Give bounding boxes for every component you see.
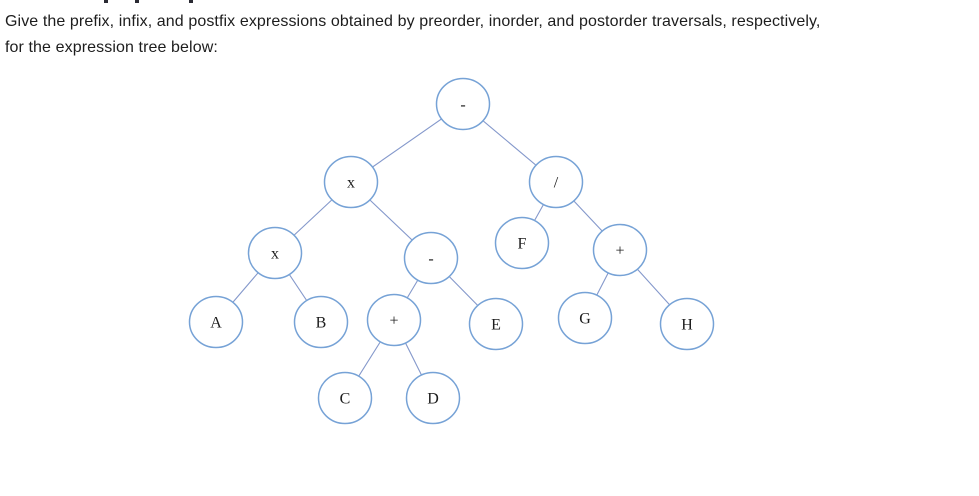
tree-node-h: H [659,297,715,351]
tree-node-circle-d [405,371,461,425]
tree-node-label-b: B [316,315,327,332]
tree-node-label-plus-left: + [389,313,398,330]
tree-node-circle-times-2 [247,226,303,280]
tree-node-times-2: x [247,226,303,280]
clipped-text-fragment-2 [135,0,139,3]
tree-node-label-div-1: / [554,175,559,192]
tree-node-c: C [317,371,373,425]
tree-node-label-a: A [210,315,222,332]
tree-node-plus-left: + [366,293,422,347]
tree-node-label-times-1: x [347,175,355,192]
tree-node-label-g: G [579,311,591,328]
tree-node-label-d: D [427,391,439,408]
tree-node-circle-times-1 [323,155,379,209]
tree-node-minus-2: - [403,231,459,285]
tree-node-circle-plus-left [366,293,422,347]
tree-node-div-1: / [528,155,584,209]
tree-node-b: B [293,295,349,349]
tree-node-f: F [494,216,550,270]
tree-node-label-times-2: x [271,246,279,263]
tree-node-circle-b [293,295,349,349]
question-text: Give the prefix, infix, and postfix expr… [5,9,965,61]
tree-node-label-minus-root: - [460,97,465,114]
tree-node-g: G [557,291,613,345]
tree-node-circle-minus-root [435,77,491,131]
tree-node-a: A [188,295,244,349]
tree-node-times-1: x [323,155,379,209]
tree-node-circle-a [188,295,244,349]
tree-node-minus-root: - [435,77,491,131]
tree-node-label-minus-2: - [428,251,433,268]
tree-node-circle-c [317,371,373,425]
tree-node-circle-h [659,297,715,351]
tree-node-circle-g [557,291,613,345]
tree-node-label-c: C [340,391,351,408]
tree-node-d: D [405,371,461,425]
tree-node-e: E [468,297,524,351]
tree-node-circle-e [468,297,524,351]
tree-node-label-e: E [491,317,501,334]
tree-node-label-plus-right: + [615,243,624,260]
tree-node-circle-div-1 [528,155,584,209]
question-line-1: Give the prefix, infix, and postfix expr… [5,13,821,30]
tree-node-plus-right: + [592,223,648,277]
tree-node-label-h: H [681,317,693,334]
tree-node-circle-f [494,216,550,270]
tree-node-label-f: F [518,236,527,253]
tree-node-circle-plus-right [592,223,648,277]
question-line-2: for the expression tree below: [5,39,218,56]
clipped-text-fragment-3 [189,0,193,3]
tree-node-circle-minus-2 [403,231,459,285]
clipped-text-fragment-1 [104,0,108,3]
